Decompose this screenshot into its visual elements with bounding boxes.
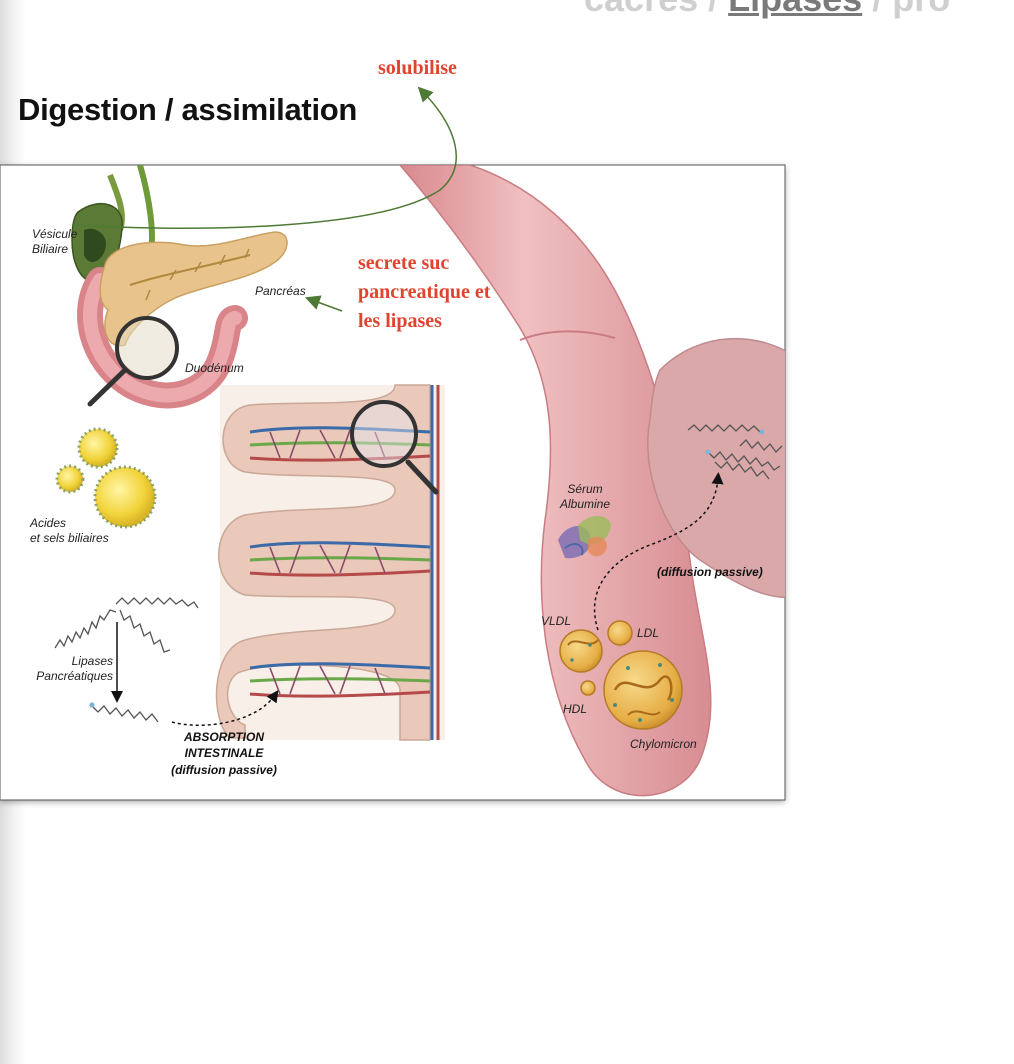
label-pancreas: Pancréas [255,284,306,298]
label-duodenum: Duodénum [185,361,244,375]
triglyceride-chains [54,597,199,653]
annotation-secrete: secrete suc pancreatique et les lipases [358,249,490,336]
secrete-arrow [304,295,343,312]
magnifier-icon-villi [350,400,439,495]
page-title: Digestion / assimilation [18,92,358,127]
label-ldl: LDL [637,626,659,640]
ldl-particle [607,620,633,646]
label-hdl: HDL [563,702,587,716]
bile-salt-micelles [55,427,157,529]
label-absorption-2: INTESTINALE [185,746,265,760]
annotation-solubilise: solubilise [378,57,457,79]
label-acides-2: et sels biliaires [30,531,109,545]
label-acides-1: Acides [29,516,66,530]
label-absorption-1: ABSORPTION [183,730,264,744]
annotation-secrete-line3: les lipases [358,310,442,332]
label-vesicule-1: Vésicule [32,227,78,241]
magnifier-icon-duodenum [87,316,179,407]
label-chylomicron: Chylomicron [630,737,697,751]
fatty-acid-chains-tissue [687,424,783,480]
label-vesicule-2: Biliaire [32,242,68,256]
lipoproteins [559,620,683,730]
annotation-secrete-line2: pancreatique et [358,281,491,303]
intestinal-villi [215,384,445,741]
chylomicron-particle [603,650,683,730]
label-absorption-3: (diffusion passive) [171,763,277,777]
tissue-cell [647,337,785,598]
vldl-particle [559,629,603,673]
cut-off-heading: cacres / Lipases / pro [584,0,950,20]
label-vldl: VLDL [541,614,571,628]
absorption-arrow [171,690,279,726]
free-fatty-acid [91,705,159,723]
pancreas [99,231,288,347]
solubilise-arrow [71,86,457,229]
blood-vessel [399,165,712,797]
annotation-secrete-line1: secrete suc [358,252,450,274]
label-lipases-1: Lipases [72,654,113,668]
label-serum-2: Albumine [559,497,610,511]
serum-albumin [558,515,611,559]
label-serum-1: Sérum [567,482,602,496]
label-diffusion-right: (diffusion passive) [657,565,763,579]
hdl-particle [580,680,596,696]
diffusion-arrow-tissue [593,472,724,631]
label-lipases-2: Pancréatiques [36,669,113,683]
